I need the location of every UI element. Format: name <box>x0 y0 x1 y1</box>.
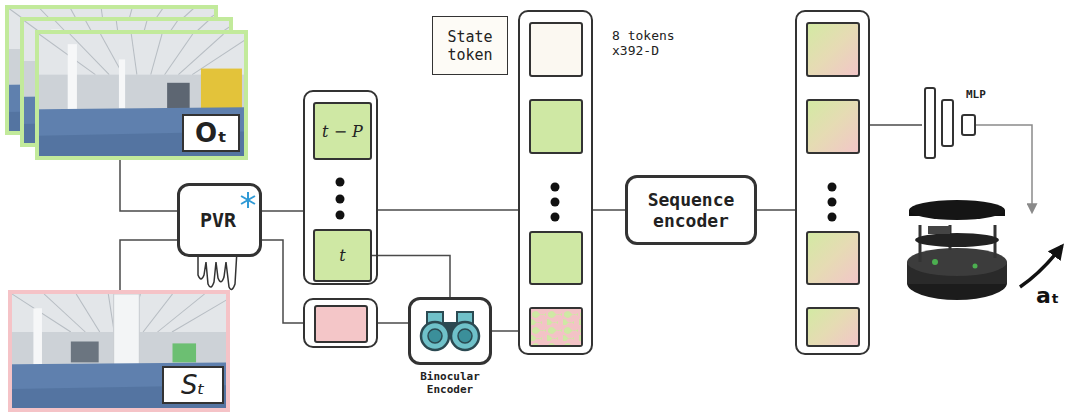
camera-image-frame: Sₜ <box>8 290 230 412</box>
doorway <box>167 83 190 109</box>
connector-line <box>492 330 518 332</box>
ceiling-beam <box>44 294 85 332</box>
mlp-output-arrow <box>976 125 1032 212</box>
token-square <box>806 231 860 285</box>
token-square <box>806 22 860 77</box>
ellipsis-dots <box>797 12 868 353</box>
token-square <box>529 307 583 347</box>
block-heading: MLP <box>966 88 986 101</box>
ceiling-beam <box>131 34 137 75</box>
connector-line <box>262 210 303 212</box>
token-square <box>529 231 583 285</box>
ellipsis-dots <box>520 12 591 353</box>
shelf <box>71 342 99 363</box>
green-panel <box>173 343 197 362</box>
image-label: Oₜ <box>195 118 227 148</box>
robot-base-top <box>907 248 1007 276</box>
token-label: t <box>339 246 345 265</box>
image-label: Sₜ <box>181 370 205 400</box>
node-label: MLP <box>966 88 986 101</box>
robot-light <box>932 259 938 265</box>
process-box: Sequence encoder <box>625 175 757 245</box>
image-label-box: Oₜ <box>182 114 240 152</box>
robot-top-plate <box>909 200 1005 220</box>
box-heading: Binocular Encoder <box>399 370 501 396</box>
token-square <box>314 305 368 343</box>
action-label: aₜ <box>1036 283 1059 308</box>
ceiling-beam <box>39 34 95 75</box>
node-label: State token <box>437 28 503 64</box>
ceiling <box>12 294 226 408</box>
binoculars-icon <box>411 300 489 362</box>
ceiling-beam <box>165 34 193 75</box>
token-column <box>303 298 378 348</box>
robot-mid-plate <box>915 233 999 247</box>
connector-line <box>120 240 177 290</box>
pillar <box>33 308 42 365</box>
encoder-box: Binocular Encoder <box>408 297 492 365</box>
camera-image-frame: Oₜ <box>35 30 248 160</box>
token-box: t − P <box>313 102 372 160</box>
connector-line <box>757 209 795 211</box>
token-square <box>529 22 583 77</box>
yellow-panel <box>201 69 242 112</box>
state-token-box: State token <box>432 16 508 75</box>
token-box: t <box>313 229 372 282</box>
image-label-box: Sₜ <box>162 366 224 404</box>
carpet-floor <box>12 362 226 408</box>
token-square <box>806 99 860 154</box>
action-arrow <box>1020 246 1062 287</box>
ceiling <box>39 34 244 156</box>
pillar <box>68 44 77 111</box>
token-square <box>806 307 860 347</box>
robot-camera <box>928 226 950 234</box>
connector-line <box>870 124 922 126</box>
token-column: 8 tokens x392-D <box>518 10 593 355</box>
pillar <box>119 59 125 108</box>
token-label: t − P <box>322 122 363 141</box>
token-square <box>529 99 583 154</box>
token-column: t − P t <box>303 90 378 285</box>
connector-line <box>372 256 450 298</box>
connector-line <box>262 240 303 323</box>
connector-line <box>378 322 408 324</box>
mlp-block: MLP <box>922 84 1002 162</box>
robot-light <box>973 264 978 269</box>
pvr-box: PVR <box>177 183 262 257</box>
ceiling-beam <box>151 34 162 75</box>
node-label: PVR <box>200 208 236 232</box>
node-label: Binocular Encoder <box>399 370 501 396</box>
mixed-token-pattern <box>531 309 581 345</box>
ceiling-beam <box>172 294 226 332</box>
node-label: Sequence encoder <box>634 189 748 231</box>
connector-line <box>120 160 177 211</box>
carpet-floor <box>39 107 244 156</box>
connector-line <box>593 209 625 211</box>
node-label: 8 tokens x392-D <box>612 28 688 58</box>
connector-line <box>378 209 518 211</box>
token-column <box>795 10 870 355</box>
column-heading: 8 tokens x392-D <box>612 28 688 58</box>
robot-illustration <box>907 200 1007 300</box>
ceiling-beam <box>143 294 172 332</box>
snowflake-icon <box>238 190 258 210</box>
mlp-layers <box>922 84 1002 162</box>
ceiling-beam <box>76 294 100 332</box>
